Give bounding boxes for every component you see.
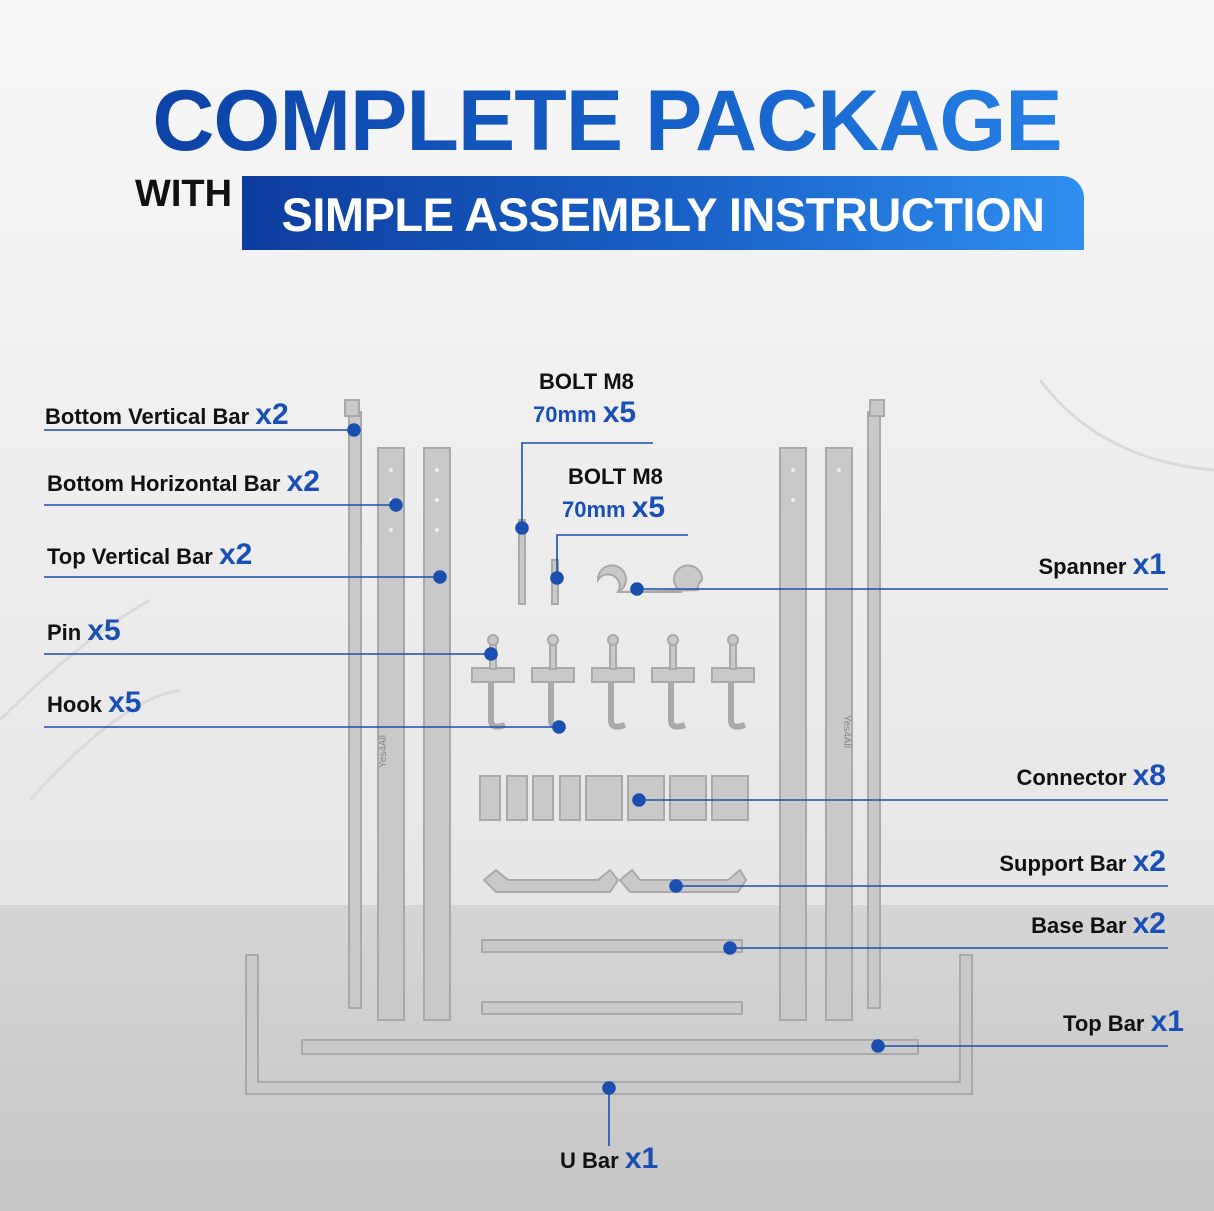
part-name: Top Vertical Bar xyxy=(47,544,213,569)
part-qty: x2 xyxy=(255,398,289,431)
label-u-bar: U Bar x1 xyxy=(560,1144,658,1174)
brand-mark-right: Yes4All xyxy=(841,715,852,748)
bottom-vertical-bar-cap-right xyxy=(869,399,885,417)
part-name: Top Bar xyxy=(1063,1011,1145,1036)
part-qty: x5 xyxy=(87,614,121,647)
label-hook: Hook x5 xyxy=(47,688,142,718)
part-qty: x2 xyxy=(1132,845,1166,878)
top-vertical-bar-a xyxy=(377,447,405,1021)
part-name: Bottom Horizontal Bar xyxy=(47,471,281,496)
label-base-bar: Base Bar x2 xyxy=(1031,909,1166,939)
part-name: Base Bar xyxy=(1031,913,1127,938)
part-qty: x5 xyxy=(602,396,637,430)
part-name: Connector xyxy=(1016,765,1127,790)
label-top-bar: Top Bar x1 xyxy=(1063,1007,1184,1037)
label-top-vertical-bar: Top Vertical Bar x2 xyxy=(47,540,252,570)
label-connector: Connector x8 xyxy=(1017,761,1167,791)
top-vertical-bar-b xyxy=(423,447,451,1021)
label-bolt-a: BOLT M8 70mm x5 xyxy=(533,369,636,431)
part-name: BOLT M8 xyxy=(568,464,663,489)
label-spanner: Spanner x1 xyxy=(1038,550,1166,580)
part-qty: x1 xyxy=(1132,548,1166,581)
u-bar-shape xyxy=(245,954,973,1095)
part-name: Spanner xyxy=(1038,554,1127,579)
part-qty: x8 xyxy=(1132,759,1166,792)
support-bar-b xyxy=(618,868,748,893)
part-name: Hook xyxy=(47,692,102,717)
page-title: COMPLETE PACKAGE xyxy=(0,78,1214,164)
brand-mark-left: Yes4All xyxy=(378,735,389,768)
spanner-shape xyxy=(596,564,704,594)
part-qty: x2 xyxy=(219,538,253,571)
top-bar-shape xyxy=(301,1039,919,1055)
base-bar-a xyxy=(481,939,743,953)
connectors xyxy=(479,775,749,821)
bottom-vertical-bar-left xyxy=(348,411,362,1009)
top-vertical-bar-d xyxy=(825,447,853,1021)
label-pin: Pin x5 xyxy=(47,616,121,646)
label-bottom-vertical-bar: Bottom Vertical Bar x2 xyxy=(45,400,289,430)
part-name: Pin xyxy=(47,620,82,645)
with-label: WITH xyxy=(135,173,233,215)
pins xyxy=(487,634,739,670)
label-support-bar: Support Bar x2 xyxy=(999,847,1166,877)
part-qty: x5 xyxy=(631,491,666,525)
subtitle-banner: SIMPLE ASSEMBLY INSTRUCTION xyxy=(242,176,1084,250)
part-size: 70mm xyxy=(562,497,626,523)
part-qty: x5 xyxy=(108,686,142,719)
support-bar-a xyxy=(482,868,620,893)
bottom-vertical-bar-right xyxy=(867,411,881,1009)
top-vertical-bar-c xyxy=(779,447,807,1021)
subtitle-text: SIMPLE ASSEMBLY INSTRUCTION xyxy=(281,188,1045,241)
hooks xyxy=(471,667,755,730)
part-qty: x1 xyxy=(1150,1005,1184,1038)
label-bolt-b: BOLT M8 70mm x5 xyxy=(562,464,665,526)
part-name: BOLT M8 xyxy=(539,369,634,394)
base-bar-b xyxy=(481,1001,743,1015)
part-qty: x2 xyxy=(286,465,320,498)
part-size: 70mm xyxy=(533,402,597,428)
part-name: U Bar xyxy=(560,1148,619,1173)
part-name: Bottom Vertical Bar xyxy=(45,404,250,429)
part-name: Support Bar xyxy=(999,851,1127,876)
label-bottom-horizontal-bar: Bottom Horizontal Bar x2 xyxy=(47,467,320,497)
part-qty: x2 xyxy=(1132,907,1166,940)
bottom-vertical-bar-cap xyxy=(344,399,360,417)
part-qty: x1 xyxy=(624,1142,659,1175)
